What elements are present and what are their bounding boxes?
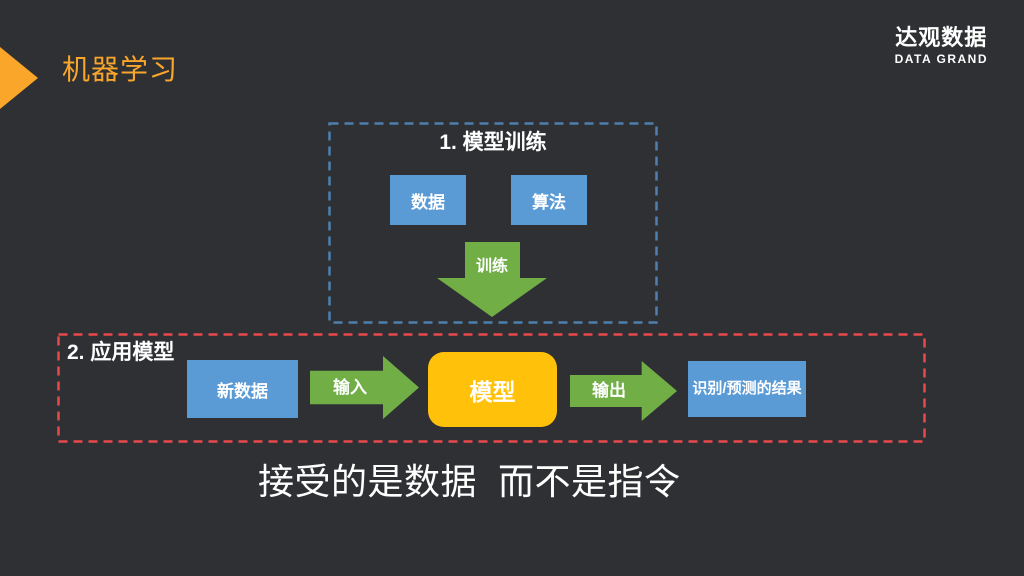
title-chevron-icon — [0, 47, 38, 109]
new-data-box: 新数据 — [187, 360, 298, 418]
training-section-label: 1. 模型训练 — [439, 131, 547, 154]
algorithm-box: 算法 — [511, 175, 587, 225]
input-arrow-label: 输入 — [333, 378, 367, 397]
apply-section-label: 2. 应用模型 — [67, 341, 175, 364]
model-box: 模型 — [428, 352, 557, 427]
logo-en-text: DATA GRAND — [894, 52, 988, 67]
train-arrow-label: 训练 — [475, 258, 508, 275]
logo: 达观数据 DATA GRAND — [894, 25, 988, 67]
page-title: 机器学习 — [62, 54, 179, 85]
down-arrow-icon — [437, 242, 547, 317]
output-arrow: 输出 — [570, 360, 678, 422]
caption-text: 接受的是数据 而不是指令 — [258, 461, 681, 502]
train-arrow: 训练 — [437, 242, 547, 317]
logo-cn-text: 达观数据 — [895, 25, 988, 50]
apply-section-frame — [57, 333, 926, 443]
training-section-frame — [328, 122, 658, 324]
right-arrow-icon — [310, 355, 419, 420]
right-arrow-icon — [570, 360, 678, 422]
data-box: 数据 — [390, 175, 466, 225]
input-arrow: 输入 — [310, 355, 420, 420]
result-box: 识别/预测的结果 — [688, 361, 806, 417]
output-arrow-label: 输出 — [592, 381, 626, 400]
